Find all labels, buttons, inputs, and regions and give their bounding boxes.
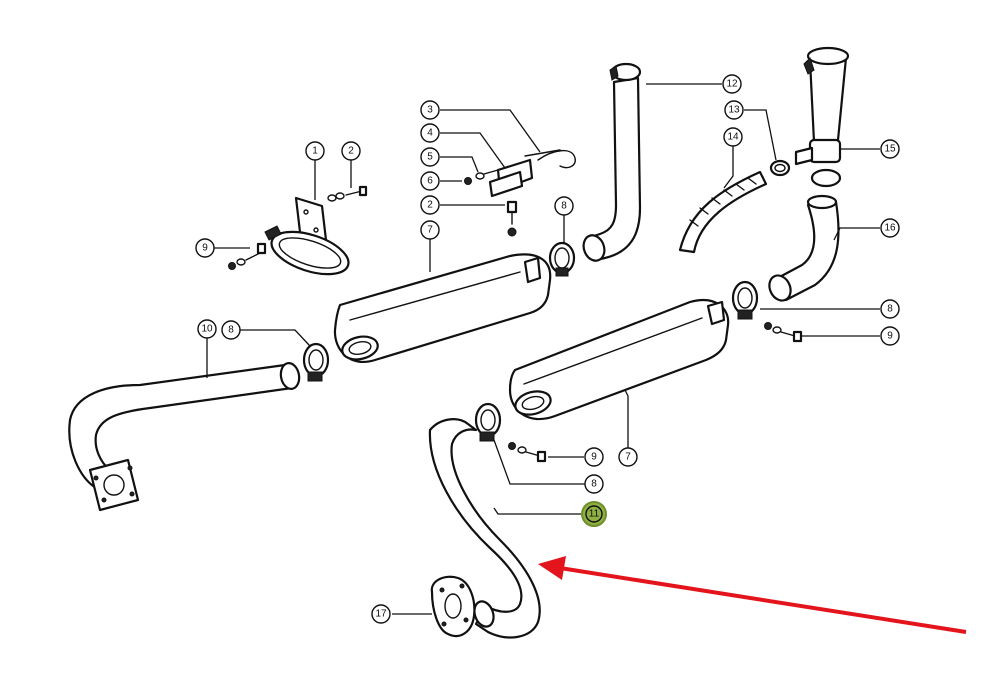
callout-17[interactable]: 17 [371, 604, 391, 624]
callout-15[interactable]: 15 [880, 139, 900, 159]
svg-text:4: 4 [427, 128, 433, 139]
svg-text:8: 8 [887, 304, 893, 315]
svg-text:11: 11 [589, 509, 600, 520]
callout-2-lower[interactable]: 2 [420, 195, 440, 215]
callout-13[interactable]: 13 [724, 100, 744, 120]
svg-text:9: 9 [591, 452, 597, 463]
muffler-lower-part [508, 299, 730, 421]
callout-12[interactable]: 12 [722, 74, 742, 94]
callout-3[interactable]: 3 [420, 100, 440, 120]
svg-text:8: 8 [228, 325, 234, 336]
callout-9-right[interactable]: 9 [880, 326, 900, 346]
callout-2[interactable]: 2 [341, 141, 361, 161]
callout-14[interactable]: 14 [723, 127, 743, 147]
callout-11-highlighted[interactable]: 11 [581, 501, 607, 527]
callout-5[interactable]: 5 [420, 147, 440, 167]
svg-text:7: 7 [625, 452, 631, 463]
clamp-part [302, 342, 330, 382]
callout-7-lower[interactable]: 7 [618, 447, 638, 467]
clamp-part [474, 402, 547, 463]
callout-6[interactable]: 6 [420, 171, 440, 191]
callout-8-left[interactable]: 8 [221, 320, 241, 340]
callout-1[interactable]: 1 [305, 141, 325, 161]
callout-8-upper[interactable]: 8 [554, 196, 574, 216]
tailpipe-upper-part [582, 62, 642, 262]
svg-text:3: 3 [427, 105, 433, 116]
fastener-part [228, 242, 267, 270]
svg-text:10: 10 [201, 324, 213, 335]
svg-text:2: 2 [427, 200, 433, 211]
svg-text:13: 13 [728, 105, 740, 116]
svg-text:7: 7 [427, 225, 433, 236]
svg-text:5: 5 [427, 152, 433, 163]
svg-text:17: 17 [375, 609, 387, 620]
front-pipe-11-part [428, 418, 541, 639]
svg-text:2: 2 [348, 146, 354, 157]
front-pipe-part [68, 362, 301, 512]
bracket-cluster-part [464, 149, 576, 237]
muffler-upper-part [333, 253, 552, 363]
callout-16[interactable]: 16 [880, 218, 900, 238]
svg-text:6: 6 [427, 176, 433, 187]
hanger-strap-part [264, 196, 350, 276]
callout-8-right[interactable]: 8 [880, 299, 900, 319]
svg-text:9: 9 [202, 243, 208, 254]
hose-clamp-part [769, 159, 791, 177]
air-tube-part [794, 46, 850, 188]
leader-lines [206, 83, 880, 615]
svg-text:9: 9 [887, 331, 893, 342]
callout-9-left[interactable]: 9 [195, 238, 215, 258]
callout-4[interactable]: 4 [420, 123, 440, 143]
flange-gasket-part [430, 575, 476, 638]
tailpipe-lower-part [768, 194, 840, 302]
svg-text:1: 1 [312, 146, 318, 157]
callout-8-center[interactable]: 8 [584, 474, 604, 494]
svg-text:8: 8 [561, 201, 567, 212]
clamp-part [731, 280, 803, 343]
svg-text:14: 14 [727, 132, 739, 143]
svg-text:15: 15 [884, 144, 896, 155]
svg-text:8: 8 [591, 479, 597, 490]
callout-7-upper[interactable]: 7 [420, 220, 440, 240]
clamp-part [548, 241, 576, 277]
callout-10[interactable]: 10 [197, 319, 217, 339]
svg-text:16: 16 [884, 223, 896, 234]
callout-9-center[interactable]: 9 [584, 447, 604, 467]
flex-hose-part [678, 170, 768, 254]
red-indicator-arrow [538, 556, 967, 634]
bolt-part [327, 185, 368, 202]
svg-text:12: 12 [726, 79, 738, 90]
